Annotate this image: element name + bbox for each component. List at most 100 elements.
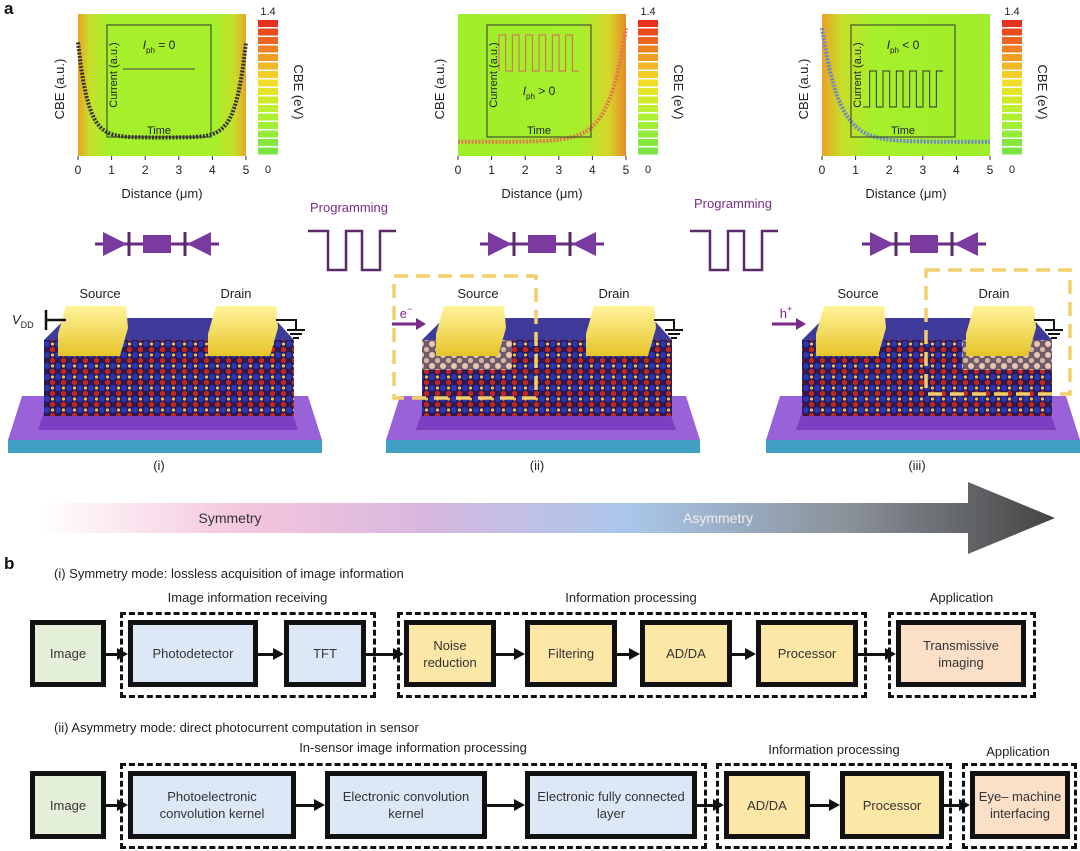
colorbar-label: CBE (eV) <box>291 65 306 120</box>
diode-symbol-icon <box>862 232 986 256</box>
colorbar-step <box>1002 105 1022 112</box>
box-photoelectronic-kernel: Photoelectronic convolution kernel <box>128 771 296 839</box>
colorbar-step <box>1002 54 1022 61</box>
x-tick-label: 1 <box>488 163 495 177</box>
cbe-curve <box>76 42 248 140</box>
colorbar-step <box>638 54 658 61</box>
cbe-curve <box>458 27 628 144</box>
colorbar-step <box>258 71 278 78</box>
colorbar-step <box>258 113 278 121</box>
group-title-application: Application <box>929 590 994 605</box>
inset-x-label: Time <box>147 125 171 137</box>
x-tick-label: 5 <box>623 163 630 177</box>
cbe-heatmap <box>822 14 990 156</box>
box-photodetector: Photodetector <box>128 620 258 687</box>
colorbar-step <box>638 20 658 27</box>
diode-triangle <box>954 232 978 256</box>
box-eye-machine: Eye– machine interfacing <box>970 771 1070 839</box>
group-title-image-receiving: Image information receiving <box>167 590 328 605</box>
x-tick-label: 0 <box>455 163 462 177</box>
drain-label: Drain <box>978 286 1009 301</box>
box-image-2: Image <box>30 771 106 839</box>
highlight-box <box>924 268 1072 396</box>
box-electronic-kernel: Electronic convolution kernel <box>325 771 487 839</box>
symmetry-mode-title: (i) Symmetry mode: lossless acquisition … <box>54 566 404 581</box>
device-numeral: (ii) <box>530 458 544 473</box>
diode-triangle <box>488 232 512 256</box>
x-tick-label: 4 <box>589 163 596 177</box>
inset-x-label: Time <box>891 125 915 137</box>
group-title-info-processing: Information processing <box>565 590 697 605</box>
drain-label: Drain <box>598 286 629 301</box>
programming-label: Programming <box>694 196 772 211</box>
diode-body <box>143 235 171 253</box>
inset-frame <box>486 24 592 138</box>
source-electrode <box>436 306 506 356</box>
vdd-label: VDD <box>12 312 34 330</box>
inset-x-label: Time <box>527 125 551 137</box>
colorbar-step <box>638 122 658 129</box>
programming-label: Programming <box>310 200 388 215</box>
carrier-arrowhead <box>416 318 426 330</box>
vdd-terminal <box>44 310 66 330</box>
x-axis-label: Distance (μm) <box>865 186 946 201</box>
x-tick-label: 3 <box>175 163 182 177</box>
inset-signal <box>863 70 943 108</box>
x-tick-label: 2 <box>522 163 529 177</box>
colorbar-min-label: 0 <box>265 164 271 176</box>
colorbar-step <box>1002 28 1022 36</box>
cbe-curve <box>820 27 990 144</box>
diode-body <box>910 235 938 253</box>
colorbar-step <box>638 96 658 104</box>
colorbar-step <box>638 45 658 53</box>
colorbar-step <box>638 130 658 138</box>
x-tick-label: 1 <box>108 163 115 177</box>
device-substrate <box>386 440 700 453</box>
colorbar-step <box>1002 62 1022 70</box>
colorbar-label: CBE (eV) <box>1035 65 1050 120</box>
device-numeral: (iii) <box>908 458 925 473</box>
colorbar-step <box>638 113 658 121</box>
inset-y-label: Current (a.u.) <box>852 42 864 107</box>
programming-pulse <box>690 229 778 272</box>
x-tick-label: 4 <box>209 163 216 177</box>
device-substrate <box>766 440 1080 453</box>
source-electrode <box>816 306 886 356</box>
colorbar-step <box>258 139 278 146</box>
colorbar-step <box>1002 147 1022 155</box>
colorbar-min-label: 0 <box>645 164 651 176</box>
panel-b-letter: b <box>4 554 15 573</box>
source-electrode <box>58 306 128 356</box>
colorbar-step <box>1002 130 1022 138</box>
colorbar-step <box>258 20 278 27</box>
diode-triangle <box>187 232 211 256</box>
colorbar-step <box>638 37 658 44</box>
device-numeral: (i) <box>153 458 165 473</box>
source-label: Source <box>837 286 878 301</box>
drain-electrode <box>966 306 1036 356</box>
colorbar-step <box>1002 88 1022 95</box>
colorbar-step <box>638 139 658 146</box>
diode-body <box>528 235 556 253</box>
x-tick-label: 5 <box>243 163 250 177</box>
asymmetry-label: Asymmetry <box>683 510 753 526</box>
y-axis-label: CBE (a.u.) <box>52 59 67 120</box>
programming-pulse <box>308 229 396 272</box>
x-tick-label: 1 <box>852 163 859 177</box>
asymmetry-mode-title: (ii) Asymmetry mode: direct photocurrent… <box>54 720 419 735</box>
x-axis-label: Distance (μm) <box>121 186 202 201</box>
colorbar-step <box>1002 96 1022 104</box>
colorbar-label: CBE (eV) <box>671 65 686 120</box>
colorbar-step <box>1002 79 1022 87</box>
inset-y-label: Current (a.u.) <box>488 42 500 107</box>
box-processor-2: Processor <box>840 771 944 839</box>
x-axis-label: Distance (μm) <box>501 186 582 201</box>
colorbar-step <box>258 37 278 44</box>
symmetry-gradient-arrow: Symmetry Asymmetry <box>40 482 1055 554</box>
colorbar-step <box>638 105 658 112</box>
